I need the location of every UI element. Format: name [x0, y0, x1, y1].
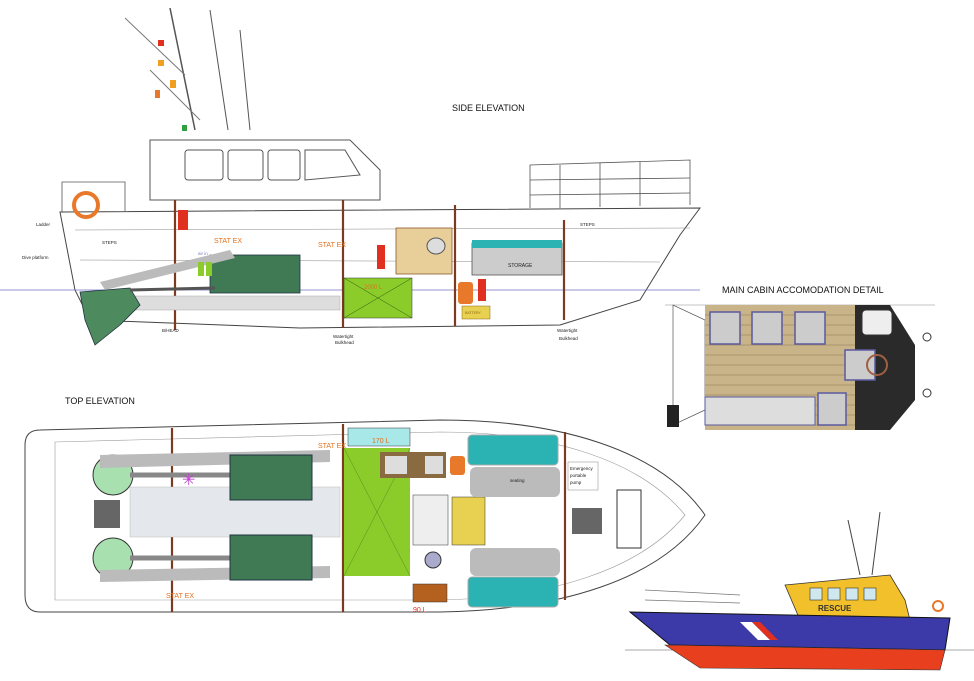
lifebuoy-icon [932, 600, 944, 612]
water-tank-label: 170 L [372, 438, 390, 445]
storage: STORAGE [471, 240, 563, 276]
lifebuoy-icon [72, 191, 100, 219]
engine-port [229, 454, 313, 501]
hatch-icon [94, 500, 120, 528]
bow-railing [644, 589, 741, 604]
liferaft-icon [458, 282, 473, 304]
fire-extinguisher-icon [478, 279, 486, 301]
rescue-boat-render: RESCUE [625, 511, 974, 671]
waste-tank: 90 L [412, 583, 448, 614]
nav-light-icon [158, 40, 164, 46]
hull-blue [628, 611, 951, 651]
battery-label: BATTERY [465, 311, 481, 315]
fire-extinguisher-icon [178, 210, 188, 230]
liferaft-icon [450, 456, 465, 475]
hatch-icon [572, 508, 602, 534]
waste-tank-label: 90 L [413, 607, 427, 614]
water-tank: 170 L [347, 427, 411, 447]
stat-ex-label: STAT EX [166, 593, 194, 600]
side-elevation-title: SIDE ELEVATION [452, 103, 525, 113]
fan-icon: ✳ [182, 472, 195, 489]
steps-label: STEPS [102, 240, 117, 245]
fuel-tank: 2000 L [343, 277, 413, 319]
hull-red [663, 644, 946, 671]
nav-light-icon [158, 60, 164, 66]
bulkhead-label: Bulkhead [335, 340, 354, 345]
cabin-seats [709, 311, 876, 426]
stove-icon [425, 456, 443, 474]
pump-label: pump [570, 480, 582, 485]
bhead-label: B/HEAD [162, 328, 180, 333]
steering-wheel-icon [866, 354, 888, 376]
light-icon [922, 332, 932, 342]
mast [124, 7, 251, 131]
console [855, 305, 915, 430]
steps-label: STEPS [580, 222, 595, 227]
seating: seating [470, 467, 560, 576]
fridge [412, 494, 449, 546]
cabin-detail-title: MAIN CABIN ACCOMODATION DETAIL [722, 285, 884, 295]
toilet-icon [426, 237, 446, 255]
engine [209, 254, 301, 294]
stat-ex-label: STAT EX [318, 443, 346, 450]
fire-extinguisher-icon [377, 245, 385, 269]
emergency-pump: Emergency portable pump [567, 461, 599, 491]
anchor-locker [616, 489, 642, 549]
berths [467, 434, 559, 608]
hull-name: RESCUE [818, 604, 852, 613]
battery: BATTERY [461, 305, 491, 320]
bulkhead-label: Bulkhead [559, 336, 578, 341]
engine-starboard [229, 534, 313, 581]
dive-platform-label: Dive platform [22, 255, 49, 260]
watertight-label: Watertight [333, 334, 354, 339]
switch-panel [667, 405, 679, 427]
side-windows [184, 149, 361, 181]
top-elevation-title: TOP ELEVATION [65, 396, 135, 406]
bench-seat [704, 396, 816, 426]
ladder-label: Ladder [36, 222, 51, 227]
top-elevation: TOP ELEVATION ✳ 170 L 90 L [24, 396, 706, 614]
side-elevation: SIDE ELEVATION [0, 7, 701, 346]
air-in-label: air in [198, 251, 208, 256]
exhaust [100, 250, 235, 290]
pump-label: portable [570, 473, 587, 478]
watertight-label: Watertight [557, 328, 578, 333]
shaft [129, 286, 216, 292]
stat-ex-label: STAT EX [318, 242, 346, 249]
helm-display [861, 309, 893, 336]
sink-icon [424, 551, 442, 569]
side-railing [61, 159, 691, 212]
battery-bank [451, 496, 486, 546]
waterjet-drive [79, 287, 141, 346]
cabin-detail: MAIN CABIN ACCOMODATION DETAIL [665, 285, 935, 430]
stat-ex-label: STAT EX [214, 238, 242, 245]
storage-label: STORAGE [508, 263, 533, 269]
light-icon [922, 388, 932, 398]
fuel-tank-label: 2000 L [364, 285, 383, 291]
pump-label: Emergency [570, 466, 594, 471]
seating-label: seating [510, 478, 525, 483]
bilge-area [109, 295, 341, 311]
